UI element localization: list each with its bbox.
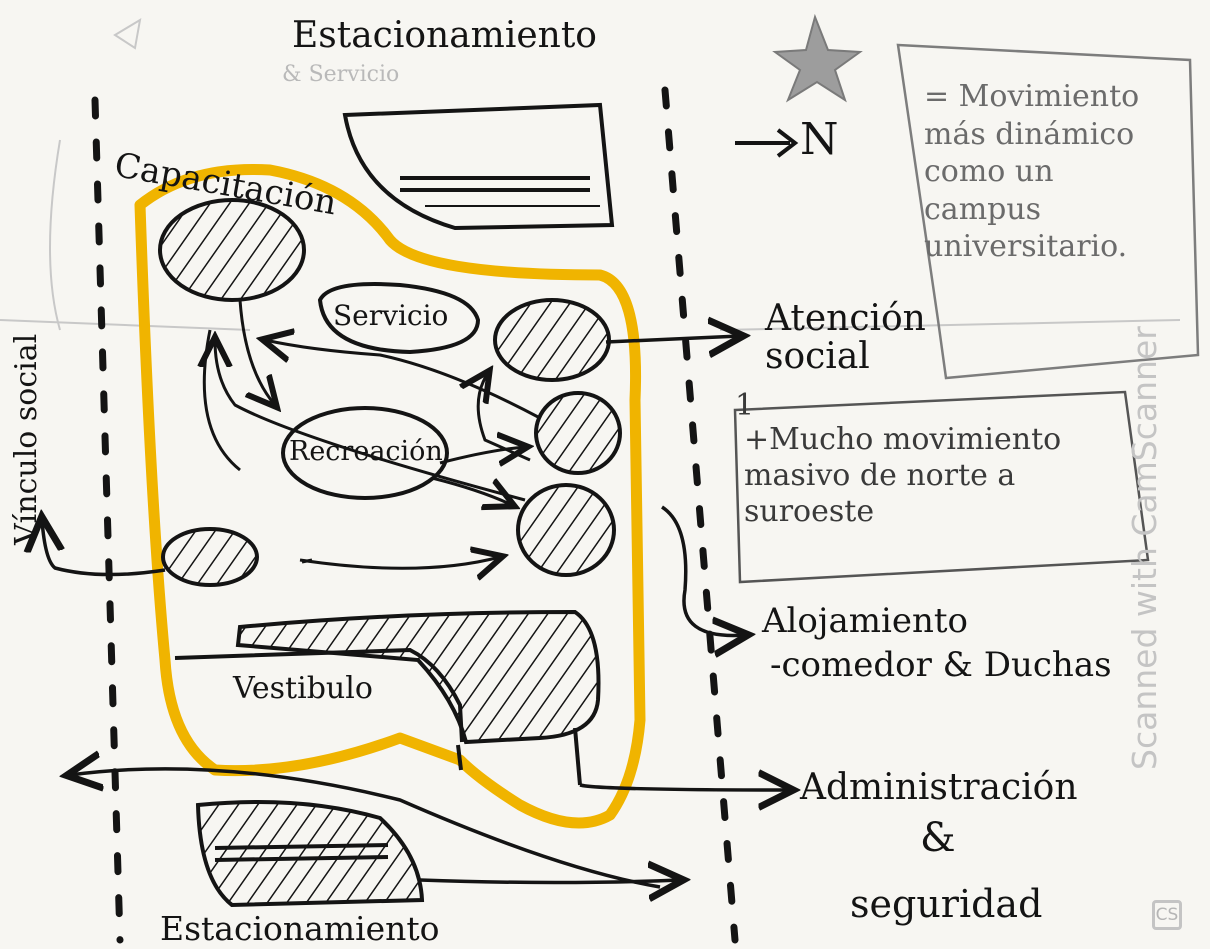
parking-top-label: Estacionamiento bbox=[292, 15, 597, 56]
alojamiento-arrow bbox=[660, 505, 745, 635]
capacitacion-node bbox=[158, 198, 306, 302]
program-nodes bbox=[158, 198, 622, 587]
service-faint-label: & Servicio bbox=[282, 62, 400, 87]
note-box-1 bbox=[896, 43, 1200, 380]
camscanner-badge-icon: CS bbox=[1152, 900, 1182, 930]
pencil-traces bbox=[0, 18, 1181, 331]
note-box-2 bbox=[733, 390, 1150, 584]
camscanner-watermark: Scanned with CamScanner bbox=[1125, 326, 1164, 770]
note-1-text: = Movimiento más dinámico como un campus… bbox=[924, 79, 1140, 264]
east-node-1 bbox=[534, 391, 622, 475]
vinculo-social-label: Vínculo social bbox=[9, 333, 44, 545]
open-nodes bbox=[281, 282, 481, 500]
parking-bottom-label: Estacionamiento bbox=[160, 909, 440, 948]
atencion-node bbox=[493, 298, 611, 382]
left-boundary bbox=[91, 96, 124, 944]
ampersand-label: & bbox=[920, 815, 956, 861]
alojamiento-label-line2: -comedor & Duchas bbox=[770, 645, 1112, 685]
parking-bottom-shape bbox=[195, 799, 425, 908]
administracion-label: Administración bbox=[800, 767, 1078, 808]
servicio-node bbox=[317, 282, 481, 355]
note-2-text: +Mucho movimiento masivo de norte a suro… bbox=[744, 422, 1062, 529]
north-arrow-icon bbox=[735, 128, 799, 158]
middle-boundary bbox=[661, 86, 739, 944]
note-2-number: 1 bbox=[735, 388, 755, 423]
servicio-label: Servicio bbox=[333, 299, 449, 332]
atencion-social-text: Atención social bbox=[765, 298, 926, 377]
seguridad-label: seguridad bbox=[850, 882, 1043, 926]
entry-left-arrow bbox=[70, 769, 661, 889]
atencion-social-label: Atención social bbox=[765, 300, 935, 376]
atencion-arrow bbox=[605, 336, 740, 342]
parking-top-shape bbox=[342, 102, 615, 231]
recreacion-label: Recreación bbox=[289, 436, 443, 467]
highlight-zone-outline bbox=[134, 163, 646, 829]
recreacion-node bbox=[281, 406, 449, 500]
site-boundary-lines bbox=[91, 86, 739, 944]
vestibulo-shape bbox=[174, 609, 601, 786]
north-star-icon bbox=[772, 13, 863, 103]
administracion-arrow bbox=[579, 785, 790, 790]
east-node-2 bbox=[516, 483, 616, 577]
vinculo-arrow bbox=[42, 520, 166, 577]
external-arrows bbox=[42, 336, 790, 887]
vestibulo-label: Vestibulo bbox=[233, 671, 373, 706]
north-label: N bbox=[800, 114, 839, 165]
west-node bbox=[161, 527, 259, 587]
alojamiento-label-line1: Alojamiento bbox=[762, 601, 968, 641]
movement-arrows bbox=[204, 299, 541, 568]
entry-right-arrow bbox=[419, 880, 680, 883]
